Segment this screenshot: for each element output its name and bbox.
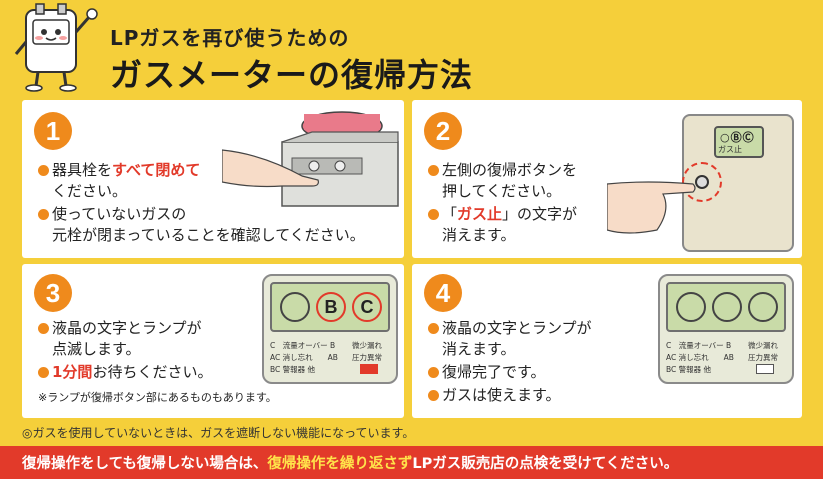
step-text: 器具栓をすべて閉めて	[38, 160, 200, 180]
lamp-off-icon	[756, 364, 774, 374]
reset-button-icon	[695, 175, 709, 189]
flashing-lamp-icon	[360, 364, 378, 374]
meter-label: C 流量オーバー B	[666, 341, 732, 350]
step-text: 液晶の文字とランプが	[38, 318, 202, 338]
lamp-c: C	[352, 292, 382, 322]
step-text: 復帰完了です。	[428, 362, 546, 382]
bullet-icon	[428, 367, 439, 378]
lamp-b: B	[316, 292, 346, 322]
step-1-card: 1 器具栓をすべて閉めて ください。 使っていないガスの 元栓が閉まっていること…	[22, 100, 404, 258]
bullet-icon	[428, 165, 439, 176]
bullet-icon	[38, 323, 49, 334]
bullet-icon	[428, 209, 439, 220]
meter-label: AC 消し忘れ AB	[270, 353, 338, 362]
step-text: 押してください。	[442, 182, 562, 200]
step-number: 4	[424, 274, 462, 312]
lamp-2	[712, 292, 742, 322]
step-text: 液晶の文字とランプが	[428, 318, 592, 338]
step-text: 消えます。	[442, 340, 516, 358]
step-text: 「ガス止」の文字が	[428, 204, 577, 224]
page-title: ガスメーターの復帰方法	[110, 56, 474, 94]
warning-text: LPガス販売店の点検を受けてください。	[412, 456, 679, 472]
meter-lamps: ○ⒷⒸ	[720, 131, 755, 144]
step-4-card: 4 液晶の文字とランプが 消えます。 復帰完了です。 ガスは使えます。 C 流量…	[412, 264, 802, 418]
meter-label: 圧力異常	[748, 353, 778, 362]
lcd-display: B C	[270, 282, 390, 332]
lamp-3	[748, 292, 778, 322]
reset-button-highlight	[682, 162, 722, 202]
footnote: ◎ガスを使用していないときは、ガスを遮断しない機能になっています。	[22, 426, 415, 440]
step-text: ガスは使えます。	[428, 385, 561, 405]
lcd-display	[666, 282, 786, 332]
step-note: ※ランプが復帰ボタン部にあるものもあります。	[38, 391, 277, 404]
step-text: 点滅します。	[52, 340, 141, 358]
bullet-icon	[428, 323, 439, 334]
meter-label: AC 消し忘れ AB	[666, 353, 734, 362]
header: LPガスを再び使うための ガスメーターの復帰方法	[0, 0, 823, 96]
bullet-icon	[428, 390, 439, 401]
meter-label: 圧力異常	[352, 353, 382, 362]
step-text: 左側の復帰ボタンを	[428, 160, 577, 180]
step-text: 消えます。	[442, 226, 516, 244]
bullet-icon	[38, 367, 49, 378]
step-number: 1	[34, 112, 72, 150]
lamp-1	[280, 292, 310, 322]
step-text: 使っていないガスの	[38, 204, 186, 224]
meter-label: BC 警報器 他	[666, 365, 712, 374]
meter-panel: B C C 流量オーバー B 微少漏れ AC 消し忘れ AB 圧力異常 BC 警…	[262, 274, 398, 384]
lamp-1	[676, 292, 706, 322]
gas-meter-mascot-icon	[14, 3, 98, 92]
meter-label: 微少漏れ	[748, 341, 778, 350]
bullet-icon	[38, 209, 49, 220]
step-2-card: 2 左側の復帰ボタンを 押してください。 「ガス止」の文字が 消えます。 ○ⒷⒸ…	[412, 100, 802, 258]
subtitle: LPガスを再び使うための	[110, 26, 350, 50]
step-number: 2	[424, 112, 462, 150]
meter-panel: C 流量オーバー B 微少漏れ AC 消し忘れ AB 圧力異常 BC 警報器 他	[658, 274, 794, 384]
step-3-card: 3 液晶の文字とランプが 点滅します。 1分間お待ちください。 ※ランプが復帰ボ…	[22, 264, 404, 418]
meter-display	[714, 126, 764, 158]
meter-label: BC 警報器 他	[270, 365, 316, 374]
bullet-icon	[38, 165, 49, 176]
meter-label: 微少漏れ	[352, 341, 382, 350]
pressing-hand-illustration	[607, 181, 696, 234]
step-text: 元栓が閉まっていることを確認してください。	[52, 226, 365, 244]
warning-text: 復帰操作をしても復帰しない場合は、	[22, 456, 268, 472]
warning-emphasis: 復帰操作を繰り返さず	[267, 456, 413, 472]
meter-label: C 流量オーバー B	[270, 341, 336, 350]
stove-valve-illustration	[222, 111, 399, 207]
gas-stop-label: ガス止	[718, 145, 742, 154]
step-text: ください。	[52, 182, 128, 200]
step-text: 1分間お待ちください。	[38, 362, 212, 382]
step-number: 3	[34, 274, 72, 312]
